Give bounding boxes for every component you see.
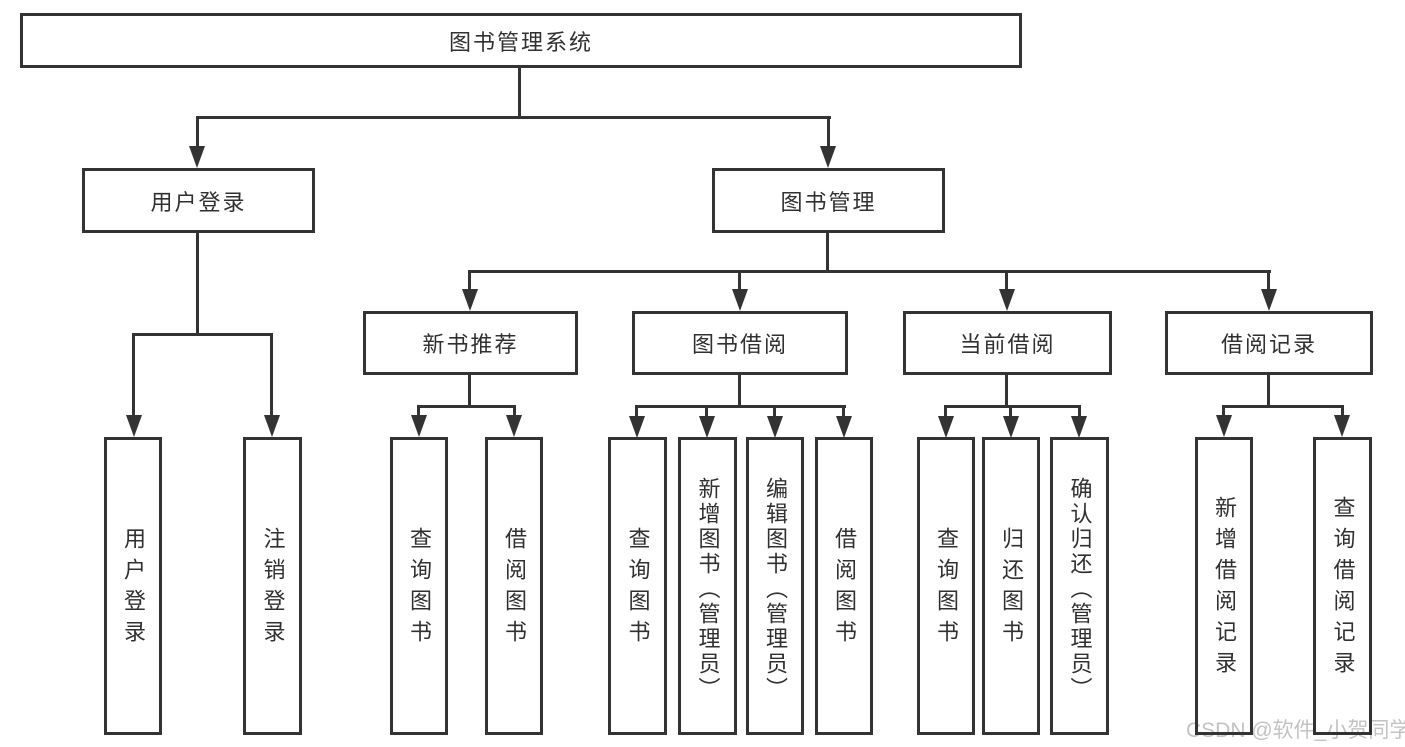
connector-line [468,270,1271,273]
connector-line [518,68,521,118]
connector-line [1009,405,1012,417]
arrow-down-icon [126,415,142,437]
connector-line [132,333,135,418]
user-login-node: 用户登录 [82,168,315,233]
connector-line [842,405,845,417]
connector-line [417,405,516,408]
user-login-leaf-node: 用户登录 [104,437,162,735]
arrow-down-icon [1216,415,1232,437]
record-add-node: 新增借阅记录 [1195,437,1253,735]
borrow-add-book-node: 新增图书（管理员） [678,437,737,735]
borrow-query-book-label: 查询图书 [625,527,651,651]
arrow-down-icon [820,146,836,168]
arrow-down-icon [629,416,645,438]
logout-leaf-label: 注销登录 [260,527,286,651]
watermark: CSDN @软件_小贺同学 [1186,719,1405,742]
arrow-down-icon [1071,416,1087,438]
arrow-down-icon [264,415,280,437]
connector-line [705,405,708,417]
recommend-borrow-book-label: 借阅图书 [502,527,527,651]
borrow-record-node: 借阅记录 [1165,311,1373,375]
connector-line [132,333,273,336]
user-login-label: 用户登录 [150,189,247,215]
arrow-down-icon [1261,289,1277,311]
book-borrow-label: 图书借阅 [691,332,788,357]
borrow-borrow-book-label: 借阅图书 [832,527,857,651]
recommend-query-book-node: 查询图书 [390,437,448,735]
arrow-down-icon [836,416,852,438]
current-confirm-return-label: 确认归还（管理员） [1067,476,1093,702]
user-login-leaf-label: 用户登录 [121,527,146,651]
record-query-label: 查询借阅记录 [1330,496,1356,682]
connector-line [468,270,471,292]
connector-line [1005,270,1008,292]
connector-line [196,116,199,150]
record-add-label: 新增借阅记录 [1212,496,1237,682]
book-borrow-node: 图书借阅 [632,311,848,375]
book-management-node: 图书管理 [712,168,945,233]
connector-line [1005,375,1008,408]
connector-line [1222,405,1225,417]
connector-line [827,116,830,150]
root-node-label: 图书管理系统 [448,29,593,55]
recommend-borrow-book-node: 借阅图书 [485,437,543,735]
arrow-down-icon [999,289,1015,311]
connector-line [773,405,776,417]
recommend-query-book-label: 查询图书 [407,527,432,651]
current-confirm-return-node: 确认归还（管理员） [1050,437,1109,735]
current-borrow-label: 当前借阅 [959,332,1056,357]
connector-line [196,233,199,336]
arrow-down-icon [699,416,715,438]
connector-line [270,333,273,418]
connector-line [1267,375,1270,408]
arrow-down-icon [462,289,478,311]
connector-line [944,405,1081,408]
arrow-down-icon [767,416,783,438]
connector-line [635,405,638,417]
connector-line [738,375,741,408]
arrow-down-icon [1334,415,1350,437]
current-return-book-label: 归还图书 [999,527,1024,651]
arrow-down-icon [411,415,427,437]
new-book-recommend-node: 新书推荐 [363,311,578,375]
connector-line [513,405,516,417]
current-borrow-node: 当前借阅 [903,311,1112,375]
connector-line [1267,270,1270,292]
connector-line [826,233,829,273]
borrow-edit-book-node: 编辑图书（管理员） [746,437,804,735]
connector-line [417,405,420,417]
connector-line [1341,405,1344,417]
connector-line [196,116,831,119]
arrow-down-icon [506,415,522,437]
connector-line [738,270,741,292]
borrow-borrow-book-node: 借阅图书 [815,437,873,735]
current-query-book-node: 查询图书 [917,437,975,735]
borrow-edit-book-label: 编辑图书（管理员） [763,476,788,702]
borrow-record-label: 借阅记录 [1220,332,1317,357]
arrow-down-icon [938,416,954,438]
logout-leaf-node: 注销登录 [243,437,302,735]
arrow-down-icon [732,289,748,311]
connector-line [1222,405,1344,408]
connector-line [1078,405,1081,417]
new-book-recommend-label: 新书推荐 [422,332,519,357]
current-query-book-label: 查询图书 [934,527,959,651]
arrow-down-icon [189,146,205,168]
book-management-label: 图书管理 [780,189,877,215]
connector-line [635,405,846,408]
record-query-node: 查询借阅记录 [1313,437,1372,735]
connector-line [944,405,947,417]
root-node: 图书管理系统 [20,13,1022,68]
borrow-add-book-label: 新增图书（管理员） [695,476,721,702]
current-return-book-node: 归还图书 [982,437,1040,735]
connector-line [468,375,471,408]
borrow-query-book-node: 查询图书 [608,437,667,735]
arrow-down-icon [1003,416,1019,438]
